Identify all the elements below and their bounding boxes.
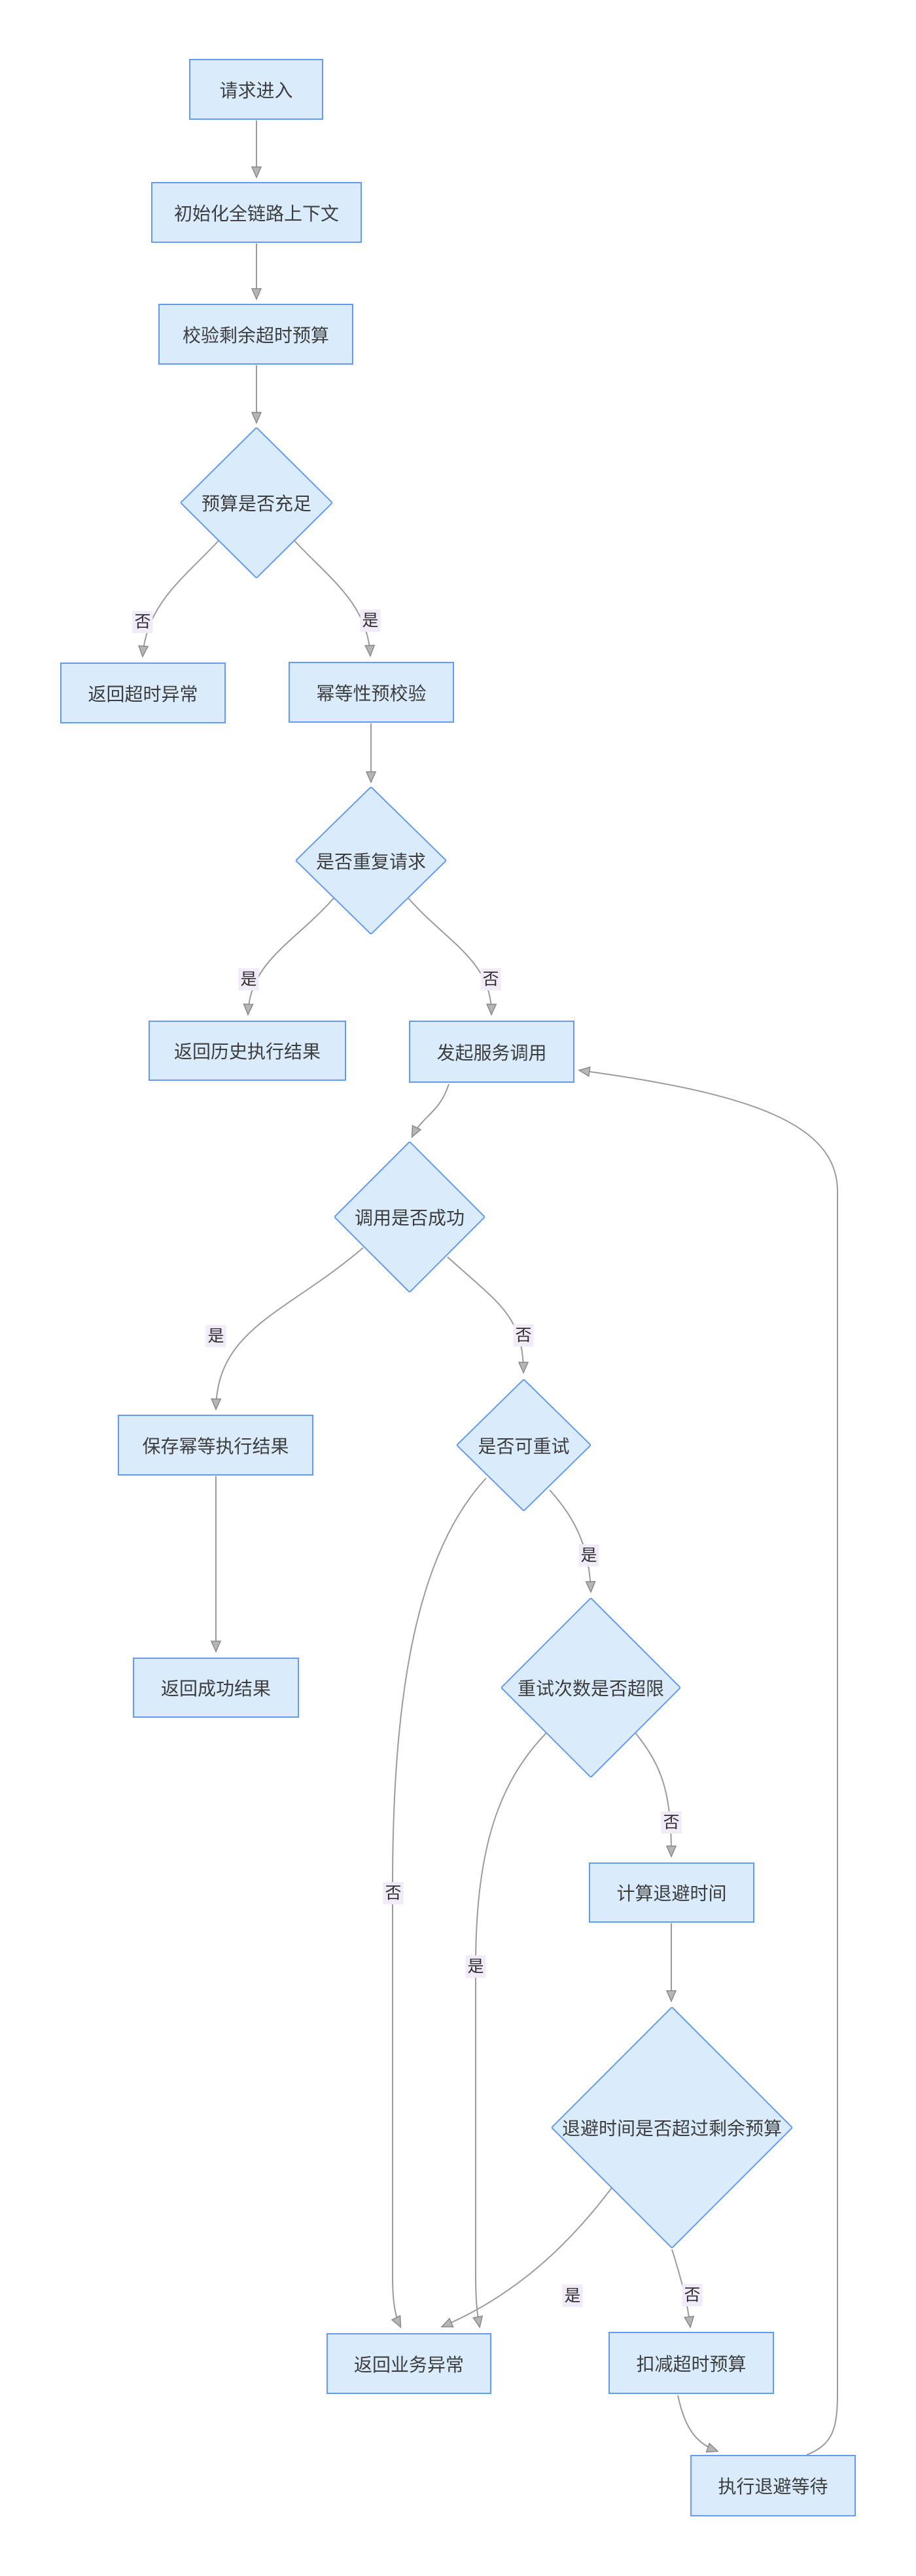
diamond-shape-icon	[552, 2007, 792, 2248]
node-return-history-result: 返回历史执行结果	[149, 1021, 346, 1081]
edge-label-backoff-exceeds--deduct-timeout-budget: 否	[682, 2284, 703, 2306]
edge-label-can-retry--return-business-error: 否	[383, 1882, 404, 1904]
node-label-retry-limit-exceeded: 重试次数是否超限	[517, 1678, 664, 1699]
edge-label-budget-enough--idempotency-precheck: 是	[360, 609, 381, 632]
node-label-save-idempotent-result: 保存幂等执行结果	[142, 1436, 289, 1457]
node-save-idempotent-result: 保存幂等执行结果	[118, 1415, 313, 1476]
edge-invoke-service--call-success	[411, 1083, 449, 1138]
edge-label-backoff-exceeds--return-business-error: 是	[562, 2285, 583, 2307]
edge-label-can-retry--retry-limit-exceeded: 是	[578, 1544, 599, 1567]
diamond-shape-icon	[334, 1142, 485, 1292]
node-label-invoke-service: 发起服务调用	[436, 1042, 547, 1063]
node-retry-limit-exceeded: 重试次数是否超限	[501, 1598, 680, 1777]
diamond-shape-icon	[181, 427, 332, 578]
edge-label-call-success--save-idempotent-result: 是	[205, 1325, 226, 1347]
diamond-shape-icon	[296, 787, 446, 934]
edge-label-call-success--can-retry: 否	[513, 1324, 534, 1347]
node-label-return-history-result: 返回历史执行结果	[173, 1042, 321, 1062]
node-label-budget-enough: 预算是否充足	[201, 494, 311, 514]
node-can-retry: 是否可重试	[457, 1379, 591, 1511]
node-calc-backoff-time: 计算退避时间	[589, 1862, 754, 1923]
edge-can-retry--return-business-error	[391, 1478, 487, 2329]
node-idempotency-precheck: 幂等性预校验	[289, 662, 454, 723]
node-check-budget: 校验剩余超时预算	[158, 304, 353, 365]
node-return-business-error: 返回业务异常	[326, 2333, 491, 2394]
node-return-timeout-error: 返回超时异常	[60, 662, 226, 723]
node-label-is-duplicate-request: 是否重复请求	[315, 851, 426, 872]
edge-retry-limit--return-business-error	[472, 1732, 547, 2329]
node-label-deduct-timeout-budget: 扣减超时预算	[636, 2353, 747, 2374]
diamond-shape-icon	[501, 1598, 680, 1777]
node-label-call-success: 调用是否成功	[354, 1208, 465, 1228]
node-invoke-service: 发起服务调用	[409, 1021, 574, 1083]
node-label-can-retry: 是否可重试	[478, 1436, 570, 1457]
edge-label-is-duplicate-request--return-history-result: 是	[238, 968, 259, 990]
edge-label-is-duplicate-request--invoke-service: 否	[480, 968, 501, 990]
edge-label-budget-enough--return-timeout-error: 否	[132, 611, 153, 633]
node-label-do-backoff-wait: 执行退避等待	[718, 2476, 828, 2497]
node-label-idempotency-precheck: 幂等性预校验	[316, 683, 427, 704]
node-label-return-success-result: 返回成功结果	[160, 1678, 271, 1699]
node-label-return-business-error: 返回业务异常	[353, 2354, 464, 2375]
node-label-return-timeout-error: 返回超时异常	[88, 683, 198, 704]
node-backoff-exceeds-budget: 退避时间是否超过剩余预算	[552, 2007, 792, 2248]
node-request-enter: 请求进入	[189, 59, 323, 120]
node-return-success-result: 返回成功结果	[133, 1658, 299, 1718]
node-init-context: 初始化全链路上下文	[151, 182, 362, 243]
node-is-duplicate-request: 是否重复请求	[296, 787, 446, 934]
node-budget-enough: 预算是否充足	[181, 427, 332, 578]
diamond-shape-icon	[457, 1379, 591, 1511]
node-deduct-timeout-budget: 扣减超时预算	[608, 2332, 774, 2394]
node-label-request-enter: 请求进入	[219, 80, 293, 101]
node-call-success: 调用是否成功	[334, 1142, 485, 1292]
edge-deduct-budget--do-backoff-wait	[677, 2395, 719, 2453]
node-label-init-context: 初始化全链路上下文	[173, 203, 339, 224]
node-do-backoff-wait: 执行退避等待	[690, 2455, 856, 2516]
node-label-calc-backoff-time: 计算退避时间	[616, 1883, 727, 1904]
node-label-backoff-exceeds-budget: 退避时间是否超过剩余预算	[561, 2118, 782, 2139]
edge-label-retry-limit--calc-backoff-time: 否	[661, 1811, 682, 1834]
node-label-check-budget: 校验剩余超时预算	[182, 325, 329, 346]
edge-label-retry-limit--return-business-error: 是	[465, 1955, 486, 1978]
